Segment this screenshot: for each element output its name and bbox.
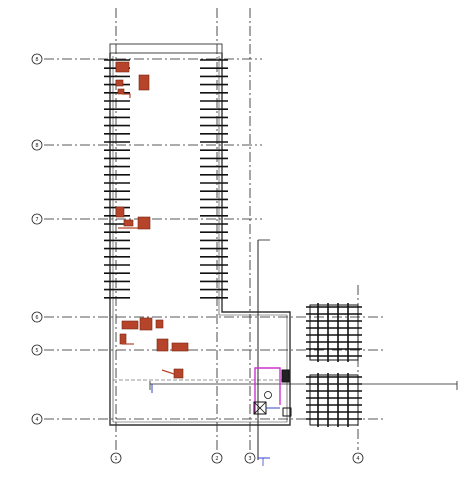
grid-bubble-col-3 <box>244 452 256 464</box>
grid-bubbles-rows <box>31 53 43 425</box>
equipment-pipes <box>118 93 175 375</box>
inner-wall-upper <box>112 56 288 423</box>
equipment-pipe <box>122 93 131 98</box>
lower-right-rack-rungs <box>306 306 362 420</box>
equipment-block <box>156 338 169 352</box>
equipment-block <box>123 219 134 227</box>
equipment-block <box>138 74 150 91</box>
grid-bubble-col-1 <box>110 452 122 464</box>
equipment-block <box>137 216 151 230</box>
right-rack-rungs <box>200 59 228 299</box>
grid-label-row-2: 8 <box>35 143 38 149</box>
grid-label-row-1: 8 <box>35 57 38 63</box>
grid-bubble-row-3 <box>31 213 43 225</box>
grid-bubble-row-1 <box>31 53 43 65</box>
equipment-pipe <box>161 369 175 375</box>
grid-bubble-col-4 <box>352 452 364 464</box>
equipment-block <box>115 206 125 218</box>
rack-frame-upper <box>309 304 359 361</box>
roof-cap <box>109 43 223 54</box>
equipment-block <box>117 88 125 95</box>
rack-frame-lower <box>309 374 359 426</box>
grid-bubbles-cols <box>110 452 364 464</box>
grid-label-row-4: 6 <box>35 315 38 321</box>
control-box-small <box>282 407 292 417</box>
grid-label-row-3: 7 <box>35 217 38 223</box>
plumbing-cluster <box>253 367 292 417</box>
lower-right-rack <box>309 304 359 426</box>
valve-symbol <box>264 391 272 399</box>
equipment-block <box>115 61 130 73</box>
grid-label-row-5: 5 <box>35 348 38 354</box>
grid-bubble-row-4 <box>31 311 43 323</box>
grid-label-row-6: 4 <box>35 417 38 423</box>
equipment-blocks <box>115 61 189 379</box>
control-box <box>281 369 290 383</box>
equipment-block <box>119 333 127 345</box>
equipment-block <box>155 319 164 329</box>
grid-bubble-row-5 <box>31 344 43 356</box>
grid-label-col-4: 4 <box>356 456 359 462</box>
equipment-block <box>139 317 153 331</box>
equipment-box-cross <box>253 401 267 415</box>
equipment-block <box>173 368 184 379</box>
section-line <box>149 381 458 390</box>
lower-right-rack-posts <box>317 303 349 427</box>
grid-bubble-row-6 <box>31 413 43 425</box>
grid-label-col-1: 1 <box>114 456 117 462</box>
grid-bubble-labels-cols: 1 2 3 4 <box>114 456 359 462</box>
grid-bubble-labels-rows: 8 8 7 6 5 4 <box>35 57 38 423</box>
riser-line <box>257 239 270 466</box>
outer-wall-upper <box>109 53 291 426</box>
magenta-pipe <box>254 367 281 405</box>
grid-label-col-2: 2 <box>215 456 218 462</box>
left-rack-rungs <box>104 59 130 299</box>
equipment-block <box>171 342 189 352</box>
grid-bubble-col-2 <box>211 452 223 464</box>
grid-bubble-row-2 <box>31 139 43 151</box>
equipment-block <box>121 320 139 330</box>
equipment-block <box>115 79 124 87</box>
grid-label-col-3: 3 <box>248 456 251 462</box>
